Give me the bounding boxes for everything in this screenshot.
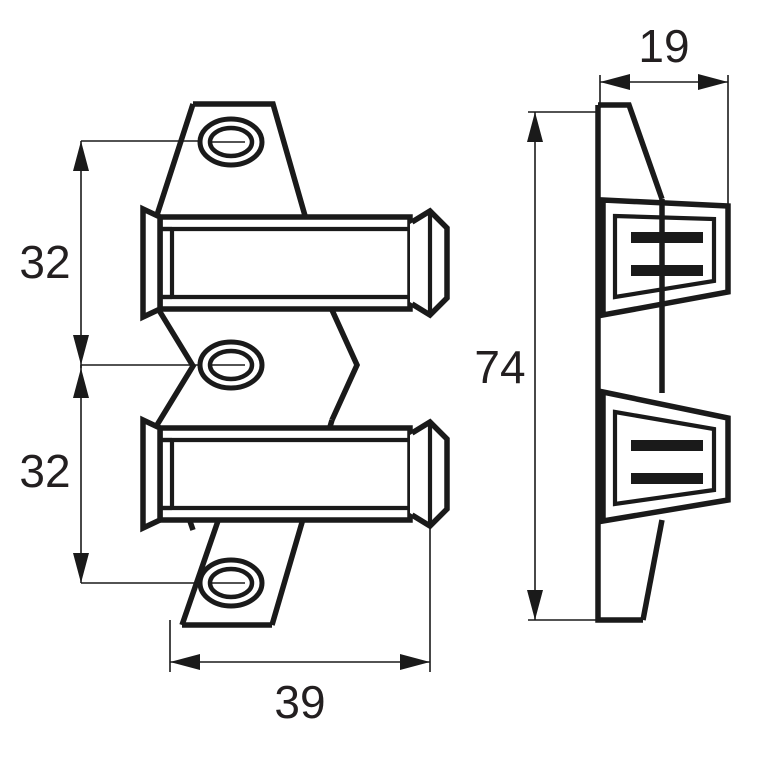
arrow-down-32-lower [73, 553, 89, 583]
arrow-up-32-upper [73, 141, 89, 171]
arrow-up-74 [527, 112, 543, 142]
upper-slot-bar-top [631, 232, 703, 243]
upper-slot-block [600, 197, 731, 319]
arrow-right-39 [400, 654, 430, 670]
upper-bolt-head [140, 204, 163, 322]
hole-middle-outer-ring [197, 339, 265, 391]
upper-slot-block-fill [603, 200, 728, 315]
lower-slot-inner-frame [612, 409, 717, 507]
upper-bolt-tip [410, 207, 450, 319]
upper-slot-inner-frame [612, 213, 717, 300]
dimension-label-32-upper: 32 [19, 236, 70, 288]
lower-slot-block [600, 388, 731, 525]
lower-bolt-tip [410, 418, 450, 530]
side-top-chamfer [598, 102, 665, 200]
dimension-32-lower: 32 [19, 364, 245, 584]
dimension-label-74: 74 [474, 341, 525, 393]
upper-bolt-shank-fill [160, 217, 410, 309]
arrow-left-39 [170, 654, 200, 670]
arrow-down-middle [73, 368, 89, 398]
side-back-plate [595, 105, 643, 623]
upper-flange-left-edge [154, 103, 196, 216]
dimension-32-upper: 32 [19, 140, 245, 368]
arrow-left-19 [600, 74, 630, 90]
dimension-39-width: 39 [169, 520, 431, 728]
arrow-down-74 [527, 590, 543, 620]
lower-slot-bar-top [631, 440, 703, 451]
dimension-label-32-lower: 32 [19, 445, 70, 497]
lower-slot-block-outline [600, 388, 731, 525]
mounting-hole-middle [197, 339, 265, 391]
mounting-hole-top [197, 116, 265, 168]
lower-bolt-assembly [140, 415, 450, 533]
waist-right-edge [329, 308, 361, 422]
side-view [595, 102, 731, 623]
waist-left-edge [154, 305, 197, 427]
side-bottom-chamfer [640, 519, 665, 621]
dimension-74-height: 74 [474, 111, 600, 621]
hole-top-outer-ring [197, 116, 265, 168]
lower-bolt-head [140, 415, 163, 533]
dimension-label-39: 39 [274, 676, 325, 728]
lower-slot-bar-bottom [631, 473, 703, 484]
front-view [140, 101, 450, 628]
lower-bolt-shank-fill [160, 428, 410, 520]
hole-bottom-outer-ring [197, 557, 265, 609]
bottom-flange-left-edge [179, 517, 222, 626]
dimension-label-19: 19 [638, 20, 689, 72]
upper-slot-bar-bottom [631, 265, 703, 276]
upper-slot-block-outline [600, 197, 731, 319]
lower-bolt-head-fill [143, 420, 160, 528]
upper-bolt-head-fill [143, 209, 160, 317]
mounting-hole-bottom [197, 557, 265, 609]
dimension-19-depth: 19 [599, 20, 729, 218]
upper-bolt-assembly [140, 204, 450, 322]
arrow-down-32-upper [73, 335, 89, 365]
arrow-right-19 [698, 74, 728, 90]
